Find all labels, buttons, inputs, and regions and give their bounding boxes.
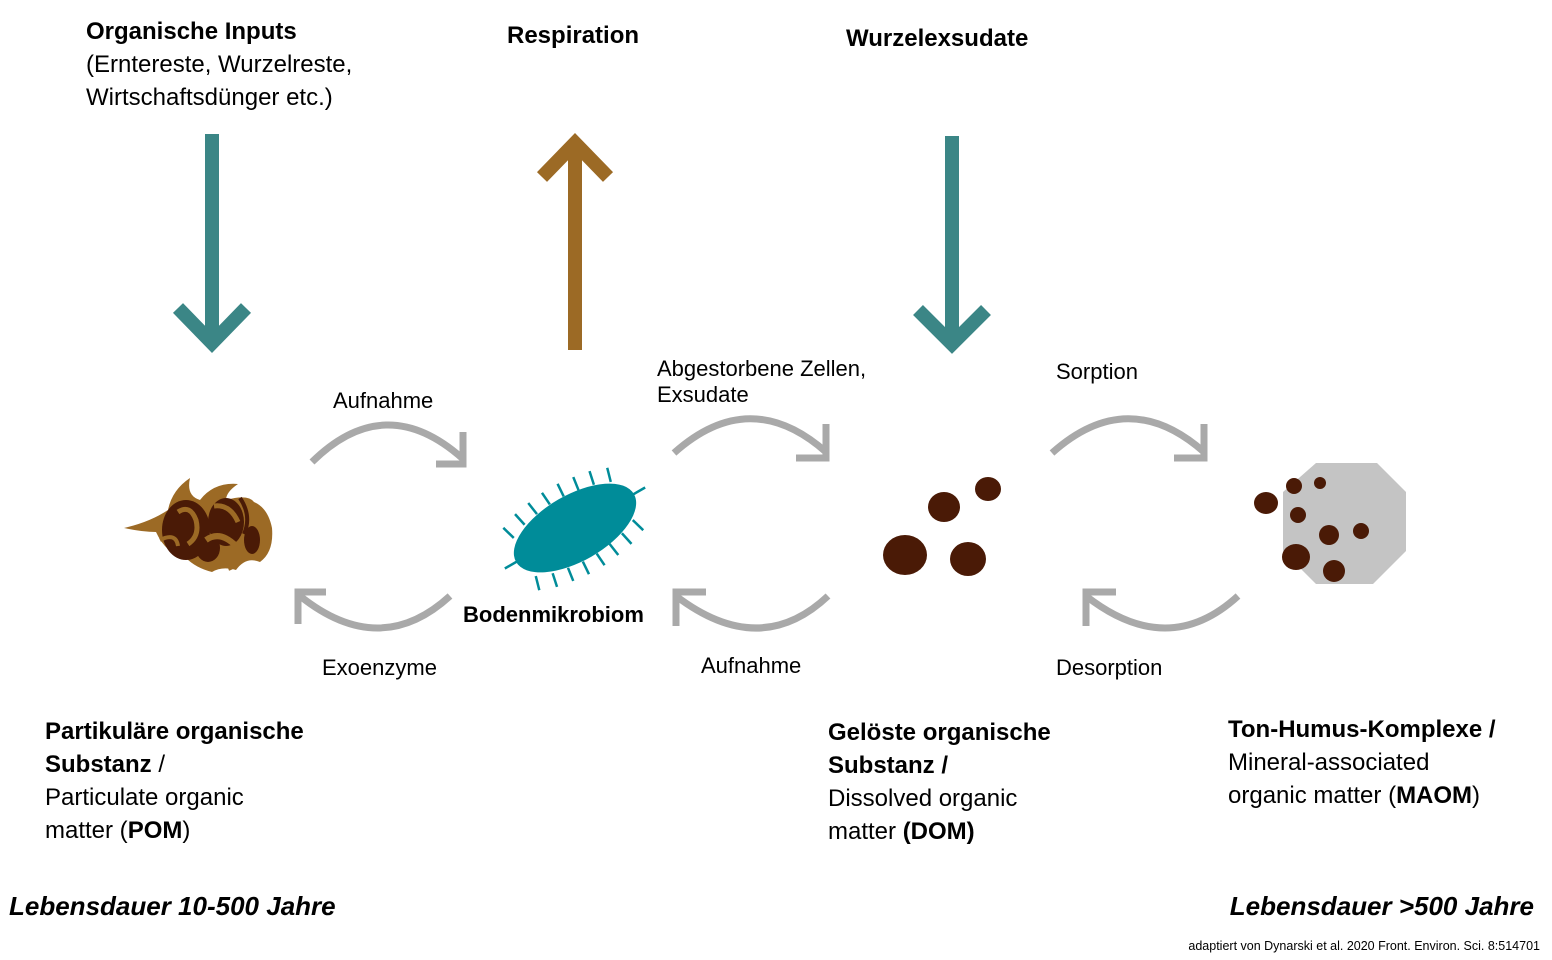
- maom-line-3: organic matter (MAOM): [1228, 779, 1496, 812]
- maom-abbreviation: MAOM: [1396, 782, 1473, 809]
- pom-matter: matter (: [45, 817, 128, 844]
- organic-inputs-detail-1: (Erntereste, Wurzelreste,: [86, 51, 353, 78]
- desorption-arrow: [1082, 588, 1241, 632]
- pom-description: Partikuläre organische Substanz / Partic…: [45, 715, 304, 847]
- uptake-bottom-label: Aufnahme: [701, 653, 802, 678]
- dom-abbreviation: (DOM): [902, 818, 975, 845]
- dead-cells-arrow: [671, 415, 830, 462]
- organic-inputs-heading: Organische Inputs (Erntereste, Wurzelres…: [86, 15, 352, 114]
- dom-line-2: Substanz /: [828, 752, 949, 779]
- desorption-label: Desorption: [1056, 655, 1163, 680]
- pom-abbreviation: POM: [127, 817, 183, 844]
- dom-matter: matter: [828, 818, 903, 845]
- maom-line-2: Mineral-associated: [1228, 749, 1430, 776]
- dom-line-3: Dissolved organic: [828, 785, 1018, 812]
- pom-substanz: Substanz: [45, 751, 152, 778]
- dom-line-4: matter (DOM): [828, 815, 1051, 848]
- lifetime-left: Lebensdauer 10-500 Jahre: [9, 891, 336, 921]
- dead-cells-label-line-2: Exsudate: [657, 382, 749, 407]
- organic-inputs-arrow: [172, 134, 252, 354]
- dead-cells-label: Abgestorbene Zellen, Exsudate: [657, 356, 866, 408]
- root-exudates-arrow: [913, 136, 991, 354]
- pom-slash: /: [151, 751, 166, 778]
- dead-cells-label-line-1: Abgestorbene Zellen,: [657, 356, 867, 381]
- exoenzymes-arrow: [294, 588, 453, 632]
- source-citation: adaptiert von Dynarski et al. 2020 Front…: [1188, 939, 1540, 953]
- organic-inputs-title: Organische Inputs: [86, 18, 297, 45]
- respiration-title: Respiration: [507, 22, 640, 49]
- maom-description: Ton-Humus-Komplexe / Mineral-associated …: [1228, 713, 1496, 812]
- uptake-top-label: Aufnahme: [333, 388, 434, 413]
- pom-paren-close: ): [182, 817, 191, 844]
- uptake-bottom-arrow: [672, 588, 831, 632]
- maom-complex-illustration: [1254, 463, 1406, 584]
- dom-particles-illustration: [883, 477, 1001, 576]
- maom-paren-close: ): [1472, 782, 1481, 809]
- root-exudates-title: Wurzelexsudate: [846, 25, 1029, 52]
- sorption-arrow: [1049, 415, 1208, 462]
- maom-organic-matter: organic matter (: [1228, 782, 1397, 809]
- microbe-illustration: [502, 467, 646, 591]
- organic-inputs-detail-2: Wirtschaftsdünger etc.): [86, 84, 333, 111]
- pom-residue-illustration: [124, 478, 273, 572]
- dom-description: Gelöste organische Substanz / Dissolved …: [828, 716, 1051, 848]
- exoenzymes-label: Exoenzyme: [322, 655, 437, 680]
- microbiome-label: Bodenmikrobiom: [463, 602, 644, 627]
- lifetime-right: Lebensdauer >500 Jahre: [1229, 891, 1534, 921]
- pom-line-3: Particulate organic: [45, 784, 244, 811]
- dom-line-1: Gelöste organische: [828, 719, 1051, 746]
- pom-line-2: Substanz /: [45, 748, 304, 781]
- pom-line-4: matter (POM): [45, 814, 304, 847]
- respiration-arrow: [536, 132, 614, 350]
- sorption-label: Sorption: [1056, 359, 1138, 384]
- maom-line-1: Ton-Humus-Komplexe /: [1228, 716, 1496, 743]
- uptake-top-arrow: [309, 421, 467, 468]
- pom-line-1: Partikuläre organische: [45, 718, 304, 745]
